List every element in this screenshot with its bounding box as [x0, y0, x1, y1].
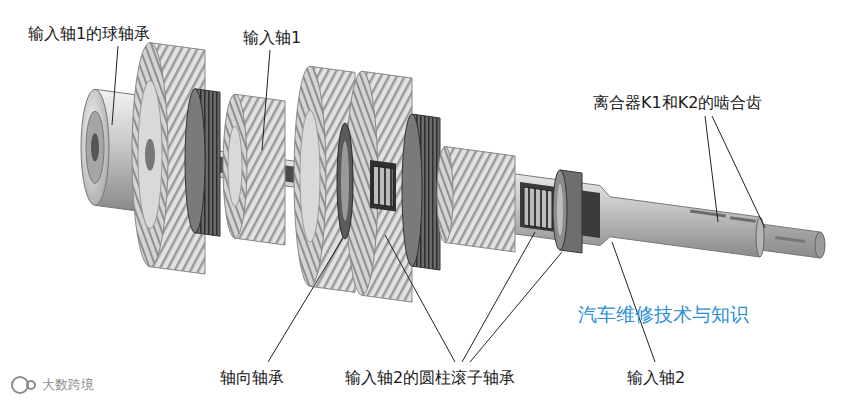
part-label: 离合器K1和K2的啮合齿 — [593, 93, 762, 112]
helical-gear — [294, 66, 355, 292]
roller-bearing — [370, 160, 396, 212]
watermark-logo — [12, 377, 35, 393]
leader-line-part — [705, 116, 718, 222]
bearing-ring-part — [553, 170, 567, 250]
helical-gear — [132, 43, 205, 274]
ball-bearing — [81, 89, 135, 210]
ball-bearing-part — [86, 111, 104, 183]
helical-gear — [223, 94, 285, 245]
roller-bearing-part — [373, 166, 393, 207]
leader-line-part — [385, 235, 455, 362]
axial-bearing-part — [337, 123, 353, 239]
input-shaft-2-part — [730, 216, 756, 222]
roller-bearing-part — [370, 160, 396, 212]
part-label: 输入轴1 — [243, 28, 301, 47]
leader-line-part — [712, 116, 765, 228]
input-shaft-2-part — [520, 182, 600, 238]
watermark-logo-part — [12, 377, 28, 393]
helical-gear — [437, 147, 515, 253]
leader-line-part — [470, 252, 562, 362]
leader-line — [112, 46, 765, 362]
helical-gear-part — [132, 43, 168, 267]
ball-bearing-part — [81, 89, 109, 205]
helical-gear-part — [300, 110, 320, 242]
part-label: 输入轴1的球轴承 — [28, 24, 150, 43]
watermark: 汽车维修技术与知识 — [578, 303, 749, 326]
synchro-ring-part — [185, 89, 205, 233]
leader-line-part — [262, 50, 270, 150]
leader-line-part — [612, 242, 655, 362]
input-shaft-2-part — [524, 187, 552, 229]
input-shaft-1-part — [815, 232, 825, 258]
helical-gear-part — [223, 94, 247, 238]
axial-bearing-part — [341, 141, 349, 221]
input-shaft-2-part — [690, 210, 726, 218]
leader-line-part — [268, 238, 343, 362]
watermark: 大数跨境 — [42, 377, 94, 393]
helical-gear-part — [294, 66, 326, 286]
watermark-logo-part — [27, 381, 35, 389]
helical-gear-part — [445, 147, 515, 253]
input-shaft-1-part — [775, 236, 805, 243]
helical-gear-part — [228, 126, 242, 206]
helical-gear-part — [145, 139, 155, 171]
part-label: 轴向轴承 — [220, 368, 284, 387]
bearing-ring-part — [557, 184, 563, 236]
part-label: 输入轴2 — [627, 368, 685, 387]
leader-line-part — [112, 46, 118, 125]
helical-gear-part — [437, 147, 453, 243]
axial-bearing — [337, 123, 353, 239]
synchro-ring — [402, 114, 440, 270]
part-label: 输入轴2的圆柱滚子轴承 — [345, 368, 515, 387]
bearing-ring — [553, 170, 582, 253]
synchro-ring — [185, 89, 220, 236]
helical-gear-part — [138, 81, 162, 229]
ball-bearing-part — [91, 133, 99, 161]
synchro-ring-part — [402, 114, 422, 266]
